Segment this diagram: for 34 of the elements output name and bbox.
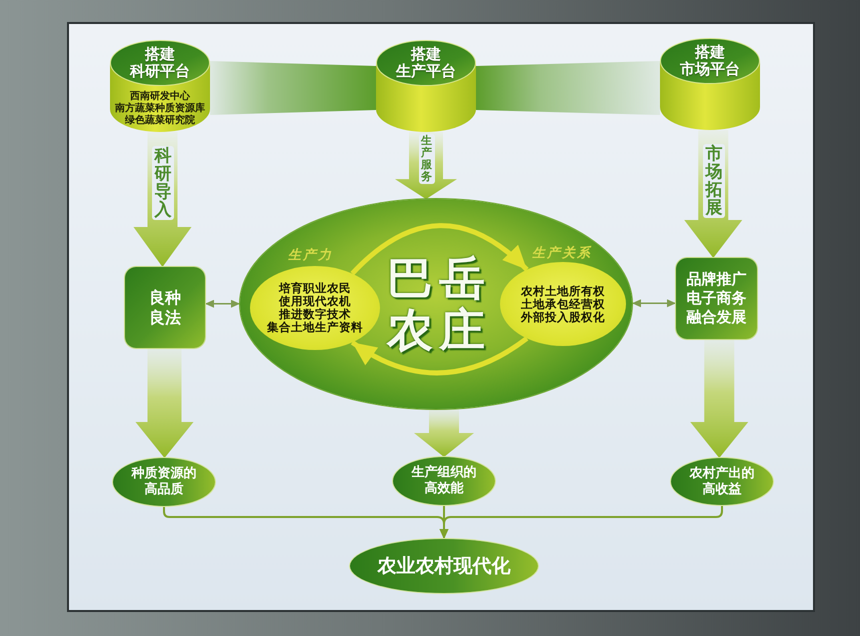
cycle-arrow — [350, 223, 529, 276]
list-item: 培育职业农民 — [279, 282, 351, 295]
arrow — [690, 339, 748, 458]
connector-line — [440, 505, 723, 539]
edge-label: 市场拓展 — [702, 144, 725, 218]
platform-title: 搭建生产平台 — [396, 46, 456, 80]
platform-title: 搭建科研平台 — [130, 46, 190, 80]
cycle-arrow — [350, 336, 528, 376]
connector-band — [210, 61, 376, 115]
list-item: 土地承包经营权 — [521, 298, 605, 310]
list-item: 南方蔬菜种质资源库 — [115, 103, 205, 114]
list-item: 集合土地生产资料 — [267, 321, 363, 334]
list-item: 农村土地所有权 — [521, 284, 605, 298]
list-item: 使用现代农机 — [279, 295, 351, 308]
arrow — [414, 408, 474, 457]
platform-cylinder — [376, 40, 476, 132]
list-item: 绿色蔬菜研究院 — [125, 115, 195, 127]
arrow — [136, 348, 194, 458]
platform-cylinder — [660, 38, 760, 130]
edge-label: 科研导入 — [152, 146, 174, 220]
platform-cylinder — [110, 40, 210, 132]
list-item: 外部投入股权化 — [521, 310, 605, 324]
connector-band — [476, 61, 660, 115]
section-label: 生产力 — [288, 248, 333, 263]
double-arrow — [632, 299, 676, 308]
process-box: 良种良法 — [125, 267, 205, 348]
edge-label: 生产服务 — [418, 134, 434, 184]
list-item: 推进数字技术 — [279, 308, 351, 321]
double-arrow — [205, 300, 240, 308]
hub-title: 巴岳农庄 — [385, 252, 491, 356]
section-label: 生产关系 — [532, 246, 592, 261]
list-item: 西南研发中心 — [130, 91, 190, 102]
platform-title: 搭建市场平台 — [680, 44, 740, 78]
process-box: 品牌推广 电子商务 融合发展 — [676, 258, 757, 339]
